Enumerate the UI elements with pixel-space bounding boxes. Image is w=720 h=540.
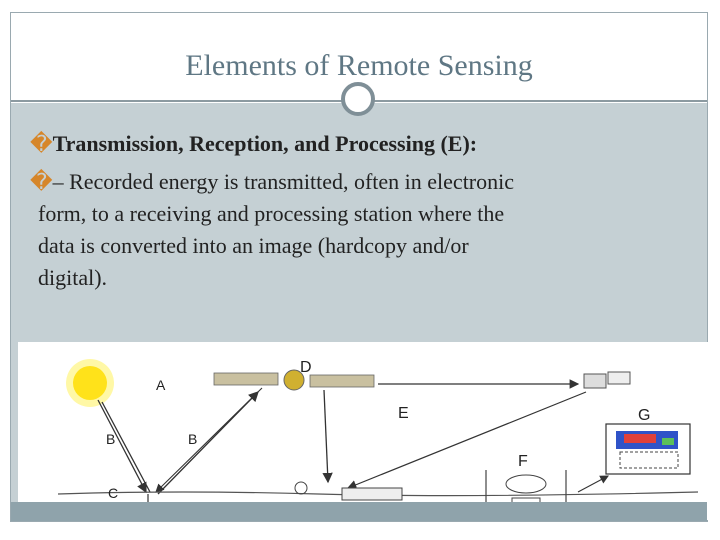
satellite-icon — [213, 369, 375, 391]
ground-station-icon — [294, 481, 403, 501]
ray-sun-to-target-2 — [101, 401, 151, 493]
ray-sensor-to-target — [155, 387, 263, 493]
label-g: G — [638, 407, 650, 424]
description-line-4: digital). — [38, 265, 108, 290]
description-line-3: data is converted into an image (hardcop… — [38, 233, 469, 258]
divider-circle-ornament — [341, 82, 375, 116]
remote-sensing-diagram: A B B C D E F G — [18, 342, 708, 520]
label-e: E — [398, 405, 409, 422]
slide-frame — [10, 12, 708, 522]
bullet-marker: � — [30, 169, 53, 194]
monitor-icon — [605, 423, 691, 475]
bullet-description: �– Recorded energy is transmitted, often… — [30, 166, 690, 294]
downlink-arrow — [322, 389, 333, 484]
slide-title: Elements of Remote Sensing — [185, 49, 533, 82]
label-b1: B — [106, 431, 115, 447]
label-b2: B — [188, 431, 197, 447]
diagram-svg: A B B C D E F G — [57, 359, 699, 520]
label-f: F — [518, 453, 528, 470]
bottom-bar — [11, 502, 707, 521]
bullet-marker: � — [30, 131, 53, 156]
bullet-transmission-heading: �Transmission, Reception, and Processing… — [30, 128, 477, 160]
product-arrow — [577, 475, 609, 493]
description-line-2: form, to a receiving and processing stat… — [38, 201, 505, 226]
label-c: C — [108, 485, 118, 501]
ray-sun-to-target — [97, 399, 147, 494]
label-d: D — [300, 359, 312, 376]
transmission-arrow-e — [346, 391, 587, 490]
bullet-heading-text: Transmission, Reception, and Processing … — [52, 131, 478, 156]
relay-satellite-icon — [583, 371, 631, 389]
sun-icon — [66, 359, 114, 407]
label-a: A — [156, 377, 166, 393]
description-line-1: �– Recorded energy is transmitted, often… — [30, 169, 515, 194]
